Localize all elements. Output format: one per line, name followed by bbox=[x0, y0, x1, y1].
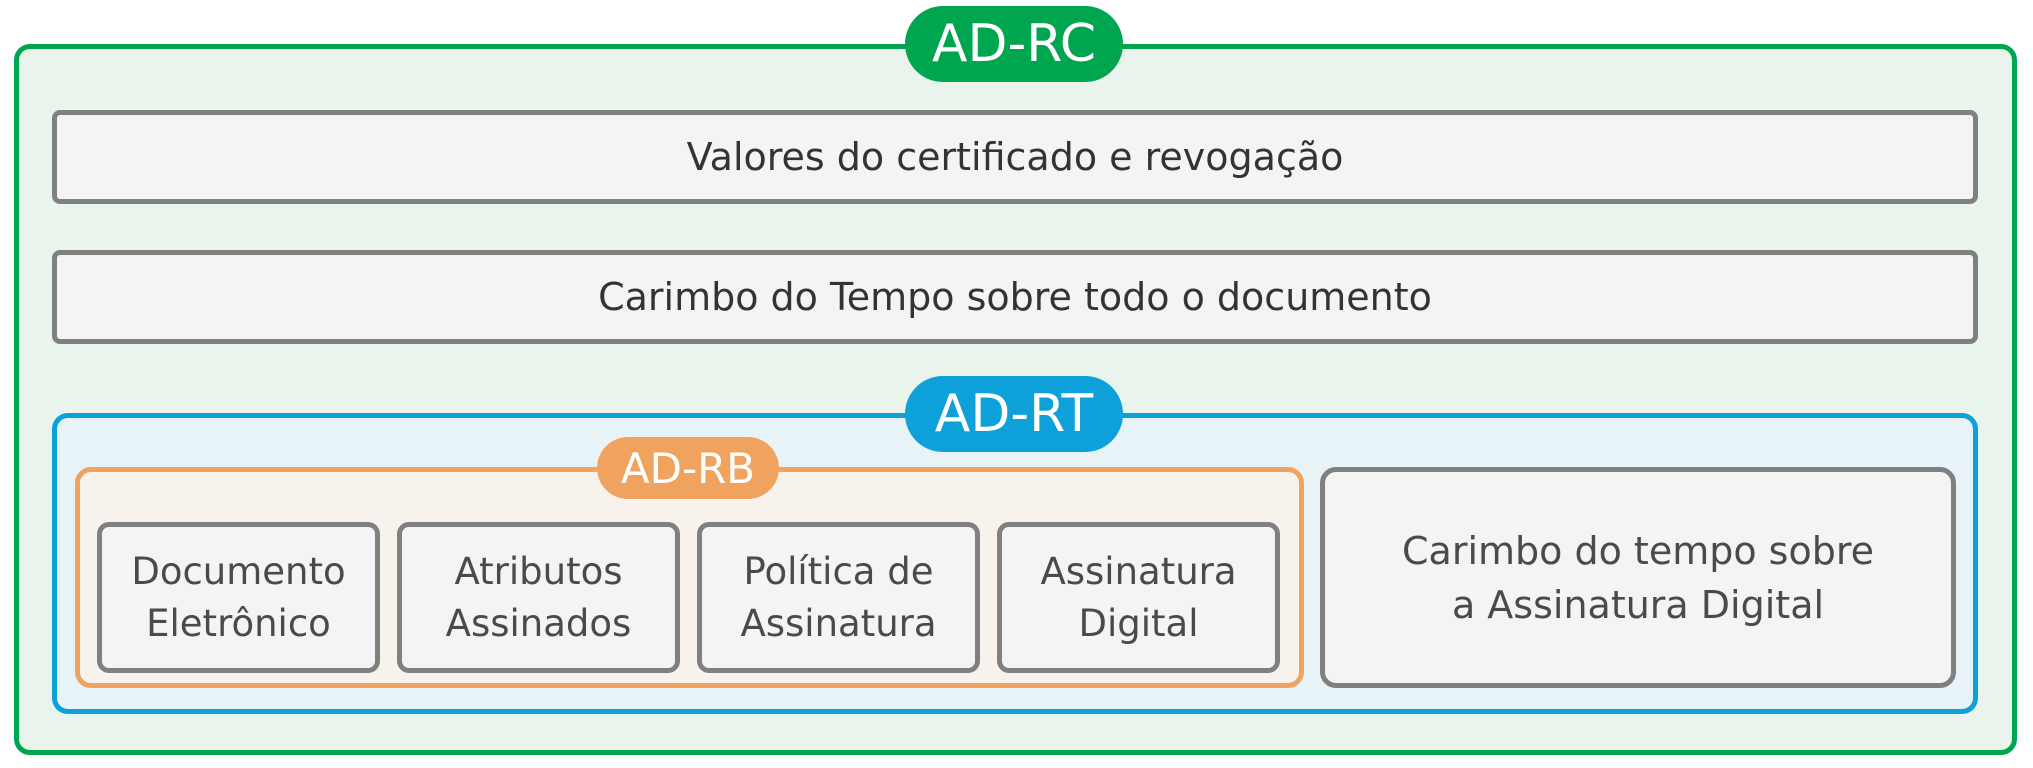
signed-attributes-line1: Atributos bbox=[454, 549, 623, 593]
signed-attributes-line2: Assinados bbox=[445, 601, 632, 645]
ad-rb-badge: AD-RB bbox=[597, 437, 779, 499]
signature-timestamp-line1: Carimbo do tempo sobre bbox=[1402, 528, 1874, 573]
document-timestamp-box: Carimbo do Tempo sobre todo o documento bbox=[52, 250, 1978, 344]
ad-rt-badge: AD-RT bbox=[905, 376, 1123, 452]
signature-timestamp-box: Carimbo do tempo sobre a Assinatura Digi… bbox=[1320, 467, 1956, 688]
digital-signature-line2: Digital bbox=[1078, 601, 1199, 645]
signature-policy-box: Política de Assinatura bbox=[697, 522, 980, 673]
electronic-document-line2: Eletrônico bbox=[146, 601, 331, 645]
signed-attributes-box: Atributos Assinados bbox=[397, 522, 680, 673]
electronic-document-box: Documento Eletrônico bbox=[97, 522, 380, 673]
certificate-values-box: Valores do certificado e revogação bbox=[52, 110, 1978, 204]
signature-timestamp-line2: a Assinatura Digital bbox=[1451, 582, 1825, 627]
electronic-document-line1: Documento bbox=[131, 549, 346, 593]
signature-policy-line2: Assinatura bbox=[740, 601, 937, 645]
signature-policy-line1: Política de bbox=[743, 549, 934, 593]
digital-signature-box: Assinatura Digital bbox=[997, 522, 1280, 673]
ad-rc-badge: AD-RC bbox=[905, 6, 1123, 82]
digital-signature-line1: Assinatura bbox=[1040, 549, 1237, 593]
